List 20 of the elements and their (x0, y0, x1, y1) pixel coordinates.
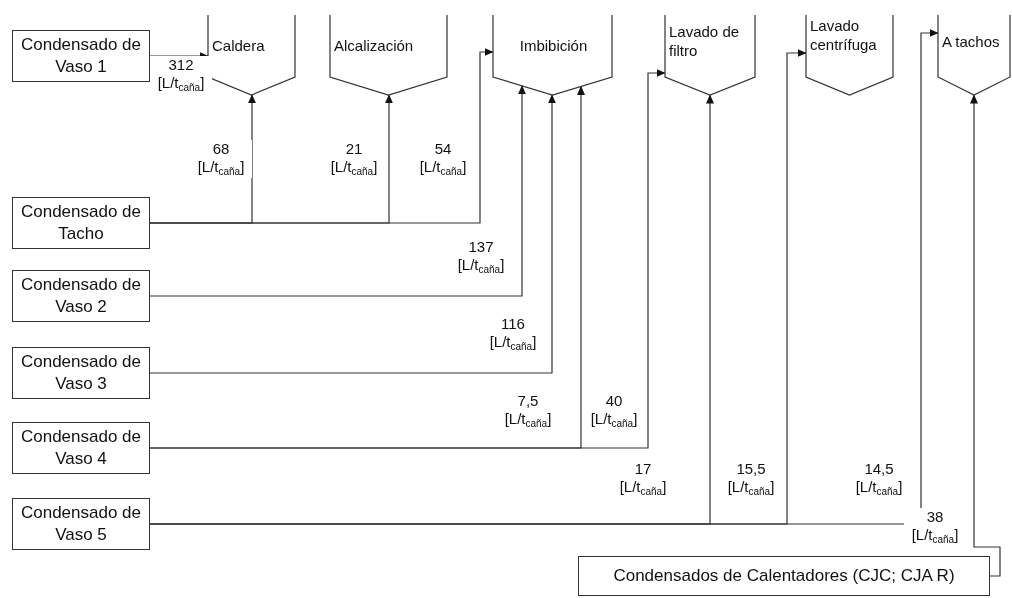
vessel-label: Lavado centrífuga (810, 17, 878, 55)
source-box: Condensado de Vaso 3 (12, 347, 150, 399)
vessel-label: Alcalización (334, 37, 415, 56)
arrow (149, 85, 526, 297)
arrow (149, 94, 556, 374)
arrow (149, 48, 494, 224)
source-box: Condensados de Calentadores (CJC; CJA R) (578, 556, 990, 596)
source-box: Condensado de Vaso 4 (12, 422, 150, 474)
edge-label: 312 [L/t$_{caña}$] (150, 56, 212, 94)
vessel-label: Caldera (212, 37, 266, 56)
vessel-label: Lavado de filtro (669, 23, 741, 61)
arrow (149, 29, 939, 525)
vessel-label: Imbibición (518, 37, 589, 56)
vessel-label: A tachos (942, 33, 1001, 52)
source-box: Condensado de Vaso 5 (12, 498, 150, 550)
source-box: Condensado de Vaso 2 (12, 270, 150, 322)
source-box: Condensado de Tacho (12, 197, 150, 249)
arrow (970, 94, 1001, 577)
arrow (149, 69, 666, 449)
source-box: Condensado de Vaso 1 (12, 30, 150, 82)
